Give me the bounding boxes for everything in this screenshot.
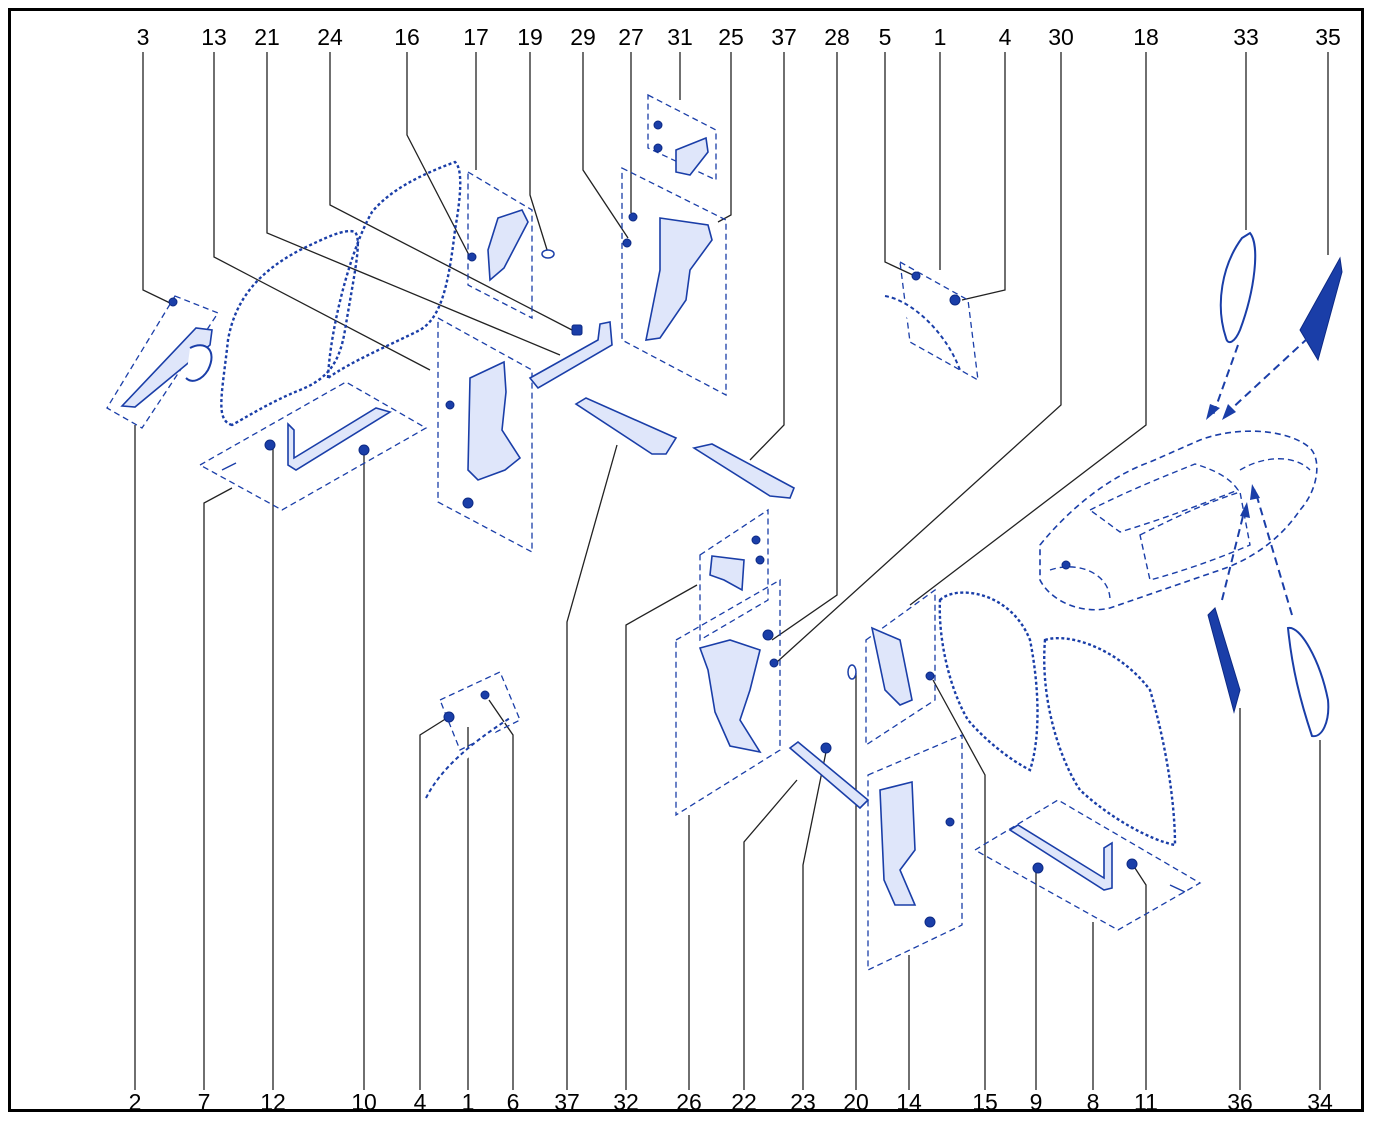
callout-label: 1 bbox=[462, 1089, 475, 1115]
callout-label: 2 bbox=[129, 1089, 142, 1115]
callout-label: 4 bbox=[414, 1089, 427, 1115]
clip-icon bbox=[945, 817, 955, 827]
callout-label: 32 bbox=[613, 1089, 639, 1115]
clip-icon bbox=[820, 742, 832, 754]
callout-label: 35 bbox=[1315, 24, 1341, 50]
clip-icon bbox=[653, 120, 663, 130]
callout-label: 36 bbox=[1227, 1089, 1253, 1115]
callout-label: 37 bbox=[554, 1089, 580, 1115]
clip-icon bbox=[755, 555, 765, 565]
door-seal-rear bbox=[938, 591, 1177, 847]
door-seal-front bbox=[220, 160, 462, 427]
arrow-head-icon bbox=[1250, 484, 1260, 500]
clip-icon bbox=[571, 324, 583, 336]
clip-icon bbox=[911, 271, 921, 281]
small-trim-lower-1 bbox=[425, 671, 521, 799]
clip-icon bbox=[925, 671, 935, 681]
clip-icon bbox=[462, 497, 474, 509]
sill-trim-rear-right bbox=[973, 799, 1202, 931]
small-trim-upper-1 bbox=[884, 260, 979, 382]
callout-label: 6 bbox=[507, 1089, 520, 1115]
vehicle-outline bbox=[1039, 430, 1318, 611]
clip-icon bbox=[1032, 862, 1044, 874]
callout-label: 7 bbox=[198, 1089, 211, 1115]
arrow-head-icon bbox=[1206, 404, 1220, 420]
callout-label: 31 bbox=[667, 24, 693, 50]
clip-icon bbox=[443, 711, 455, 723]
clip-icon bbox=[622, 238, 632, 248]
callout-label: 26 bbox=[676, 1089, 702, 1115]
callout-label: 17 bbox=[463, 24, 489, 50]
assembly-arrows bbox=[1206, 337, 1309, 616]
callout-label: 19 bbox=[517, 24, 543, 50]
arrow-head-icon bbox=[1240, 502, 1250, 518]
pillar-trim-13 bbox=[437, 316, 533, 554]
callout-label: 22 bbox=[731, 1089, 757, 1115]
callout-label: 9 bbox=[1030, 1089, 1043, 1115]
callout-label: 8 bbox=[1087, 1089, 1100, 1115]
upper-pillar-trim-15 bbox=[847, 588, 936, 747]
arrow-head-icon bbox=[1222, 404, 1236, 420]
clip-icon bbox=[949, 294, 961, 306]
callout-label: 10 bbox=[351, 1089, 377, 1115]
quarter-trim-panel-33 bbox=[1219, 231, 1257, 344]
leader-lines bbox=[134, 52, 1329, 1090]
clip-icon bbox=[751, 535, 761, 545]
callout-label: 20 bbox=[843, 1089, 869, 1115]
clip-icon bbox=[1061, 560, 1071, 570]
callout-label: 30 bbox=[1048, 24, 1074, 50]
callout-label: 13 bbox=[201, 24, 227, 50]
clip-icon bbox=[924, 916, 936, 928]
top-callout-labels: 3 13 21 24 16 17 19 29 27 31 25 37 28 5 … bbox=[137, 24, 1341, 50]
clip-icon bbox=[358, 444, 370, 456]
callout-label: 12 bbox=[260, 1089, 286, 1115]
pillar-trim-14 bbox=[867, 734, 963, 972]
callout-label: 23 bbox=[790, 1089, 816, 1115]
upper-pillar-trim-17 bbox=[467, 170, 555, 320]
callout-label: 1 bbox=[934, 24, 947, 50]
clip-icon bbox=[1126, 858, 1138, 870]
callout-label: 5 bbox=[879, 24, 892, 50]
callout-label: 16 bbox=[394, 24, 420, 50]
sill-trim-front-left bbox=[198, 381, 428, 511]
quarter-trim-panel-34 bbox=[1286, 626, 1330, 738]
callout-label: 3 bbox=[137, 24, 150, 50]
callout-label: 29 bbox=[570, 24, 596, 50]
clip-icon bbox=[168, 297, 178, 307]
callout-label: 27 bbox=[618, 24, 644, 50]
grab-handle-front-left bbox=[106, 295, 219, 429]
callout-label: 4 bbox=[999, 24, 1012, 50]
clip-icon bbox=[762, 629, 774, 641]
callout-label: 24 bbox=[317, 24, 343, 50]
pillar-trim-26 bbox=[675, 508, 781, 817]
callout-label: 25 bbox=[718, 24, 744, 50]
callout-label: 15 bbox=[972, 1089, 998, 1115]
trim-strip-21 bbox=[528, 321, 613, 390]
callout-label: 21 bbox=[254, 24, 280, 50]
callout-label: 18 bbox=[1133, 24, 1159, 50]
speaker-grille-36 bbox=[1207, 607, 1241, 714]
clip-icon bbox=[264, 439, 276, 451]
clip-icon bbox=[653, 143, 663, 153]
callout-label: 33 bbox=[1233, 24, 1259, 50]
bottom-callout-labels: 2 7 12 10 4 1 6 37 32 26 22 23 20 14 15 … bbox=[129, 1089, 1333, 1115]
clip-icon bbox=[467, 252, 477, 262]
diagram-frame bbox=[8, 8, 1364, 1112]
trim-strip-22 bbox=[788, 740, 870, 810]
callout-label: 34 bbox=[1307, 1089, 1333, 1115]
callout-label: 37 bbox=[771, 24, 797, 50]
clip-icon bbox=[628, 212, 638, 222]
callout-label: 14 bbox=[896, 1089, 922, 1115]
clip-icon bbox=[480, 690, 490, 700]
callout-label: 11 bbox=[1134, 1089, 1158, 1115]
callout-label: 28 bbox=[824, 24, 850, 50]
clip-icon bbox=[769, 658, 779, 668]
clip-icon bbox=[445, 400, 455, 410]
sun-visor-panels-37 bbox=[574, 397, 796, 499]
speaker-grille-35 bbox=[1299, 256, 1343, 362]
rear-pillar-trim-25 bbox=[621, 93, 727, 397]
